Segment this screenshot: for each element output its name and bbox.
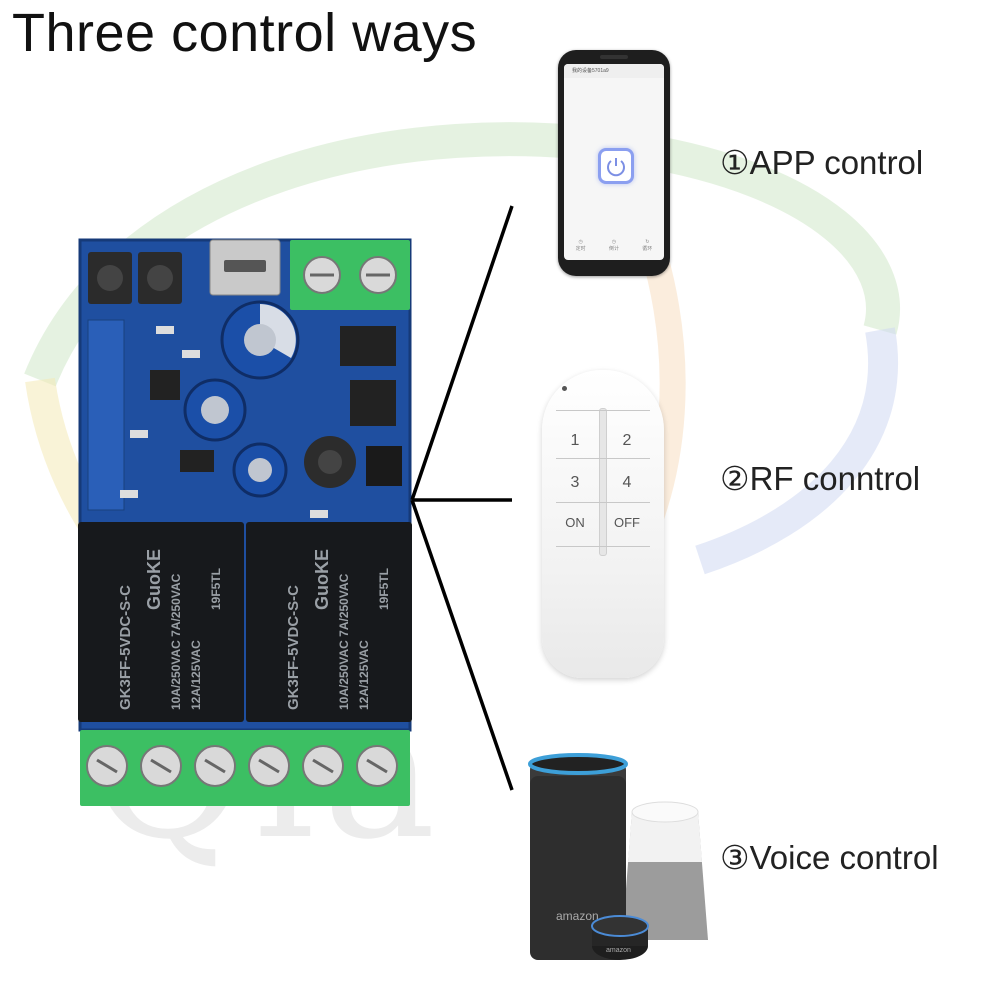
tab-timer[interactable]: ◷定时 xyxy=(575,238,586,252)
rf-remote-icon: 1 2 3 4 ON OFF xyxy=(542,370,664,678)
svg-text:GK3FF-5VDC-S-C: GK3FF-5VDC-S-C xyxy=(285,585,302,710)
svg-text:amazon: amazon xyxy=(606,947,631,954)
remote-row-line xyxy=(556,546,650,547)
svg-text:amazon: amazon xyxy=(556,909,599,923)
remote-key-off[interactable]: OFF xyxy=(614,515,640,530)
rf-control-label: ②RF conntrol xyxy=(720,460,921,497)
remote-key-4[interactable]: 4 xyxy=(622,474,632,491)
smart-speaker-icon: amazon amazon xyxy=(528,753,708,960)
svg-text:19F5TL: 19F5TL xyxy=(209,568,223,610)
remote-divider xyxy=(599,408,607,556)
remote-row-line xyxy=(556,410,650,411)
relay-board-image: GK3FF-5VDC-S-C 10A/250VAC 7A/250VAC 12A/… xyxy=(78,238,412,806)
phone-tab-bar: ◷定时 ◷倒计 ↻循环 xyxy=(564,230,664,260)
svg-text:12A/125VAC: 12A/125VAC xyxy=(357,640,371,710)
remote-key-3[interactable]: 3 xyxy=(570,474,580,491)
headline: Three control ways xyxy=(12,3,478,63)
tab-cycle[interactable]: ↻循环 xyxy=(642,238,653,252)
svg-text:12A/125VAC: 12A/125VAC xyxy=(189,640,203,710)
phone-notch xyxy=(600,55,628,59)
remote-led xyxy=(562,386,567,391)
svg-text:GK3FF-5VDC-S-C: GK3FF-5VDC-S-C xyxy=(117,585,134,710)
remote-key-1[interactable]: 1 xyxy=(570,432,580,449)
svg-text:GuoKE: GuoKE xyxy=(312,549,332,610)
remote-key-on[interactable]: ON xyxy=(565,515,585,530)
svg-text:10A/250VAC 7A/250VAC: 10A/250VAC 7A/250VAC xyxy=(337,573,351,710)
power-icon xyxy=(607,158,625,177)
tab-countdown[interactable]: ◷倒计 xyxy=(608,238,619,252)
power-button[interactable] xyxy=(598,148,634,184)
svg-text:10A/250VAC 7A/250VAC: 10A/250VAC 7A/250VAC xyxy=(169,573,183,710)
phone-title-bar: 我的设备5701a9 xyxy=(564,64,664,78)
remote-key-2[interactable]: 2 xyxy=(622,432,632,449)
svg-text:GuoKE: GuoKE xyxy=(144,549,164,610)
voice-control-label: ③Voice control xyxy=(720,839,939,876)
remote-row-line xyxy=(556,502,650,503)
svg-text:19F5TL: 19F5TL xyxy=(377,568,391,610)
connector-lines xyxy=(410,205,514,791)
phone-screen: 我的设备5701a9 ◷定时 ◷倒计 ↻循环 xyxy=(564,64,664,260)
remote-row-line xyxy=(556,458,650,459)
app-control-label: ①APP control xyxy=(720,144,924,181)
smartphone-app-icon: 我的设备5701a9 ◷定时 ◷倒计 ↻循环 xyxy=(558,50,670,276)
